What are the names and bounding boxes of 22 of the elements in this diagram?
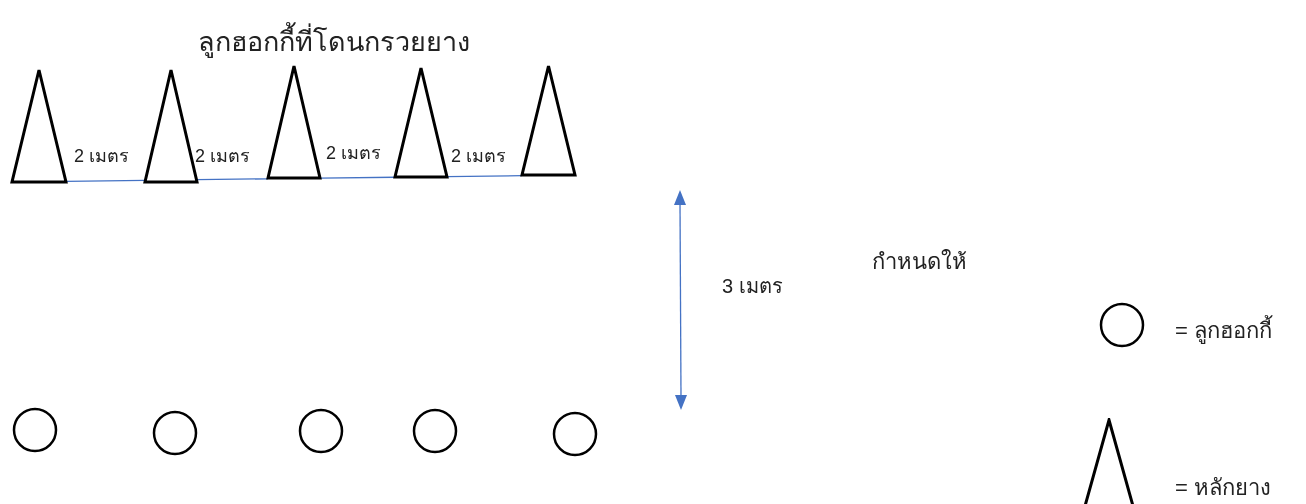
cone-shape [266, 64, 322, 180]
puck-circle [552, 411, 598, 457]
puck-circle [298, 408, 344, 454]
puck-circle [12, 407, 58, 453]
puck-circle [152, 410, 198, 456]
distance-label: 2 เมตร [195, 145, 250, 168]
legend-text: = หลักยาง [1175, 474, 1271, 502]
cone-shape [393, 66, 449, 179]
distance-label: 2 เมตร [451, 145, 506, 168]
cone-shape [10, 68, 68, 184]
connector-line [196, 178, 269, 181]
distance-label: 2 เมตร [74, 145, 129, 168]
distance-label: 3 เมตร [722, 274, 783, 299]
connector-line [65, 179, 146, 182]
legend-text: = ลูกฮอกกี้ [1175, 313, 1272, 348]
connector-line [319, 176, 396, 179]
puck-circle [412, 408, 458, 454]
connector-line [446, 175, 523, 178]
distance-label: 2 เมตร [326, 142, 381, 165]
cone-shape [520, 64, 577, 177]
title: ลูกฮอกกี้ที่โดนกรวยยาง [198, 20, 470, 63]
legend-heading: กำหนดให้ [872, 248, 967, 276]
